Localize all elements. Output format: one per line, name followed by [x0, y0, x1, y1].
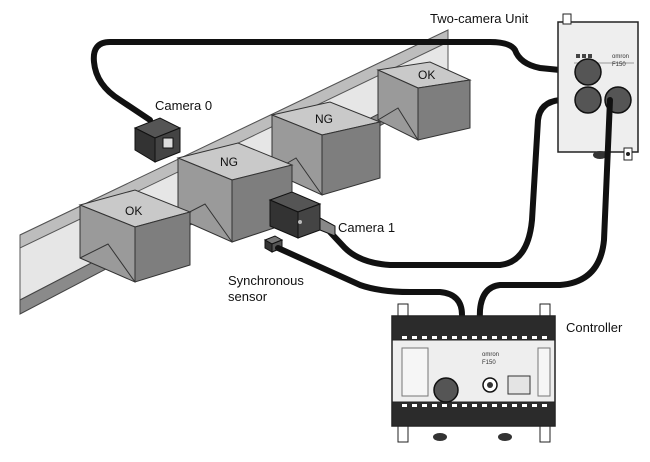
unit-model: F150	[612, 62, 626, 68]
synchronous-sensor-label-line2: sensor	[228, 289, 268, 304]
two-camera-unit	[557, 13, 639, 161]
synchronous-sensor-label-line1: Synchronous	[228, 273, 304, 288]
controller-label: Controller	[566, 320, 623, 335]
box-label: NG	[220, 155, 238, 169]
camera1-label: Camera 1	[338, 220, 396, 235]
camera1-icon	[268, 191, 336, 239]
product-box	[176, 142, 294, 243]
controller	[391, 303, 556, 443]
cable-camera1	[327, 97, 591, 268]
box-label: NG	[315, 112, 333, 126]
camera0-icon	[133, 117, 182, 163]
two-camera-unit-label: Two-camera Unit	[430, 11, 529, 26]
controller-brand: omron	[482, 352, 500, 358]
box-label: OK	[418, 68, 436, 82]
cable-sensor	[275, 245, 465, 318]
controller-model: F150	[482, 360, 496, 366]
unit-brand: omron	[612, 54, 630, 60]
cable-camera0	[90, 39, 583, 123]
product-box	[78, 189, 192, 283]
box-label: OK	[125, 204, 143, 218]
product-box	[376, 61, 472, 141]
camera0-label: Camera 0	[155, 98, 213, 113]
